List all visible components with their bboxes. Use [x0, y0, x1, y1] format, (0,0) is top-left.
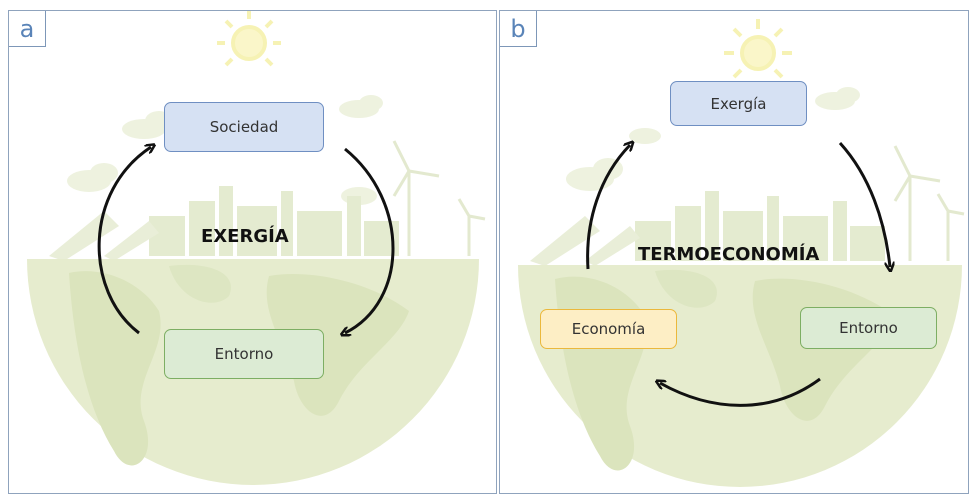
panel-label-a: a — [9, 11, 46, 47]
panel-a: a — [8, 10, 497, 494]
node-entorno: Entorno — [164, 329, 324, 379]
wind-turbine-icon — [392, 140, 486, 256]
arrow-entorno-to-economia — [660, 377, 821, 407]
factory-icon — [635, 191, 885, 261]
panel-label-b: b — [500, 11, 537, 47]
cycle-arrows-b — [586, 11, 969, 407]
cycle-arrows-a — [97, 11, 395, 494]
panel-b: b — [499, 10, 969, 494]
factory-icon — [149, 186, 399, 256]
arrow-economia-to-exergia — [586, 145, 630, 270]
arrow-sociedad-to-entorno — [345, 147, 395, 333]
wind-turbine-icon — [893, 145, 965, 261]
node-exergia: Exergía — [670, 81, 807, 126]
arrow-exergia-to-entorno — [838, 141, 890, 267]
center-label-termoeconomia: TERMOECONOMÍA — [638, 244, 820, 265]
sun-icon — [217, 11, 281, 67]
arrow-entorno-to-sociedad — [97, 147, 151, 335]
node-entorno: Entorno — [800, 307, 937, 349]
node-economia: Economía — [540, 309, 677, 349]
sun-icon — [724, 19, 792, 79]
node-sociedad: Sociedad — [164, 102, 324, 152]
center-label-exergia: EXERGÍA — [201, 226, 289, 247]
solar-panel-icon — [530, 216, 640, 266]
